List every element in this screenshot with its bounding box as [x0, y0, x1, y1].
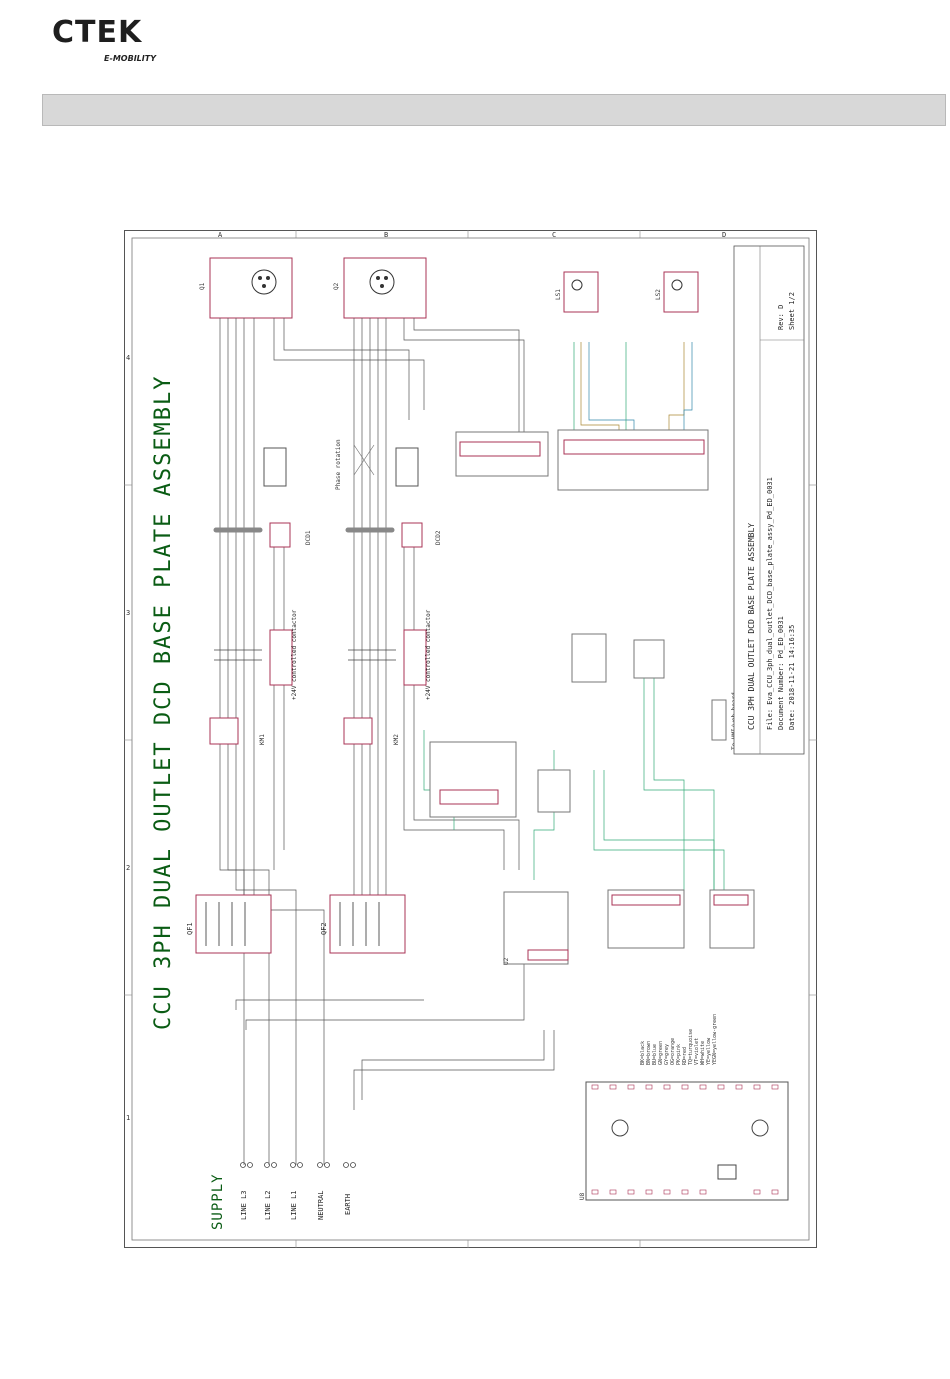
- legend-yegn: YEGN=yellow-green: [712, 1014, 718, 1065]
- ls1-label: LS1: [555, 289, 562, 300]
- dcd1-label: DCD1: [305, 530, 312, 545]
- zone-number-1: 1: [126, 1114, 130, 1122]
- legend-bu: BU=blue: [652, 1044, 658, 1065]
- phase-rotation-label: Phase rotation: [335, 439, 342, 490]
- zone-number-2: 2: [126, 864, 130, 872]
- legend-gy: GY=grey: [664, 1044, 670, 1065]
- legend-gn: GN=green: [658, 1041, 664, 1065]
- legend-vt: VT=violet: [694, 1038, 700, 1065]
- title-block: CCU 3PH DUAL OUTLET DCD BASE PLATE ASSEM…: [733, 245, 805, 755]
- legend-ye: YE=yellow: [706, 1037, 712, 1065]
- km1-label: KM1: [259, 734, 266, 745]
- ctek-logo: CTEK E-MOBILITY: [52, 18, 162, 66]
- legend-og: OG=orange: [670, 1038, 676, 1065]
- q1-label: Q1: [199, 282, 206, 290]
- supply-line-l2: LINE L2: [264, 1190, 272, 1220]
- outlet-q2: Q2: [333, 257, 427, 319]
- outlet-q1: Q1: [199, 257, 293, 319]
- zone-number-3: 3: [126, 609, 130, 617]
- brand-subtitle: E-MOBILITY: [104, 54, 156, 63]
- supply-label: SUPPLY: [210, 1173, 226, 1230]
- legend-bk: BK=black: [640, 1041, 646, 1065]
- schematic-sheet: A B C D 4 3 2 1 CCU 3PH DUAL OUTLET DCD …: [124, 230, 817, 1248]
- title-block-sheet: Sheet 1/2: [788, 292, 796, 330]
- title-block-line2: File: Eva_CCU_3ph_dual_outlet_DCD_base_p…: [766, 477, 774, 730]
- pcb-u8: U8: [579, 1081, 789, 1201]
- legend-tq: TQ=turquoise: [688, 1029, 694, 1065]
- title-block-line3: Document Number: Pd_ED_0031: [777, 616, 785, 730]
- qf2-label: QF2: [320, 922, 328, 935]
- header-bar: [42, 94, 946, 126]
- dcd2-label: DCD2: [435, 530, 442, 545]
- zone-letter-c: C: [552, 231, 556, 239]
- legend-rd: RD=red: [682, 1047, 688, 1065]
- title-block-rev: Rev: D: [777, 305, 785, 330]
- qf1-label: QF1: [186, 922, 194, 935]
- ls2-label: LS2: [655, 289, 662, 300]
- zone-number-4: 4: [126, 354, 130, 362]
- contactor1-note: +24V controlled contactor: [291, 609, 298, 700]
- legend-bn: BN=brown: [646, 1041, 652, 1065]
- title-block-line4: Date: 2018-11-21 14:16:35: [788, 625, 796, 730]
- schematic-title: CCU 3PH DUAL OUTLET DCD BASE PLATE ASSEM…: [151, 374, 176, 1030]
- brand-name: CTEK: [52, 15, 143, 50]
- breaker-qf1: QF1: [186, 894, 272, 954]
- u8-label: U8: [579, 1192, 586, 1200]
- supply-line-l1: LINE L1: [290, 1190, 298, 1220]
- supply-line-earth: EARTH: [344, 1194, 352, 1215]
- supply-line-neutral: NEUTRAL: [317, 1190, 325, 1220]
- contactor2-note: +24V controlled contactor: [425, 609, 432, 700]
- legend-wh: WH=white: [700, 1041, 706, 1065]
- breaker-qf2: QF2: [320, 894, 406, 954]
- zone-letter-b: B: [384, 231, 388, 239]
- title-block-line1: CCU 3PH DUAL OUTLET DCD BASE PLATE ASSEM…: [747, 523, 756, 730]
- q2-label: Q2: [333, 282, 340, 290]
- km2-label: KM2: [393, 734, 400, 745]
- zone-letter-d: D: [722, 231, 726, 239]
- supply-line-l3: LINE L3: [240, 1190, 248, 1220]
- zone-letter-a: A: [218, 231, 223, 239]
- legend-pk: PK=pink: [676, 1044, 682, 1065]
- u2-label: U2: [503, 957, 510, 965]
